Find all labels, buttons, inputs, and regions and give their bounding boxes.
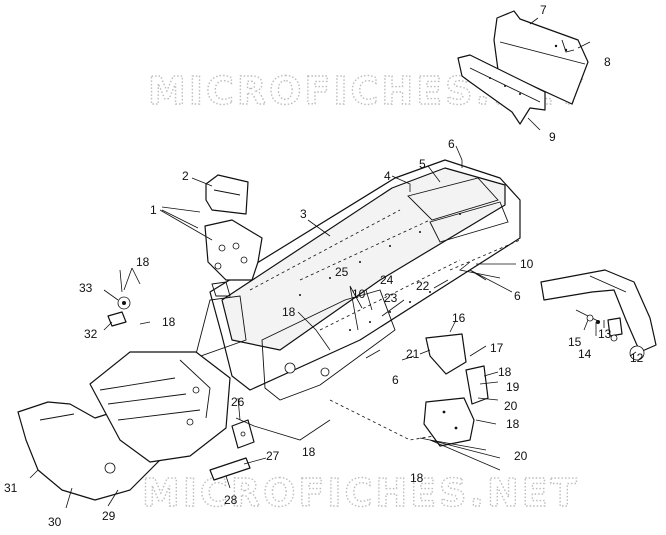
- callout-25: 25: [335, 265, 349, 279]
- callout-10-center: 10: [352, 287, 366, 301]
- callout-32: 32: [84, 327, 98, 341]
- callout-18-a: 18: [136, 255, 150, 269]
- callout-18-d: 18: [302, 445, 316, 459]
- callout-18-g: 18: [410, 471, 424, 485]
- part-front-bracket: [204, 174, 263, 297]
- callout-18-b: 18: [162, 315, 176, 329]
- callout-33: 33: [79, 281, 93, 295]
- callout-13: 13: [598, 327, 612, 341]
- callout-6-lower: 6: [392, 373, 399, 387]
- callout-18-e: 18: [498, 365, 512, 379]
- callout-18-f: 18: [506, 417, 520, 431]
- part-footrest-brackets: [423, 333, 489, 447]
- callout-8: 8: [604, 55, 611, 69]
- callout-29: 29: [102, 509, 116, 523]
- callout-15: 15: [568, 335, 582, 349]
- callout-7: 7: [540, 3, 547, 17]
- callout-6-right: 6: [514, 289, 521, 303]
- callout-27: 27: [266, 449, 280, 463]
- leader-lines: [29, 17, 637, 509]
- callout-23: 23: [384, 291, 398, 305]
- callout-20-b: 20: [514, 449, 528, 463]
- callout-2: 2: [182, 169, 189, 183]
- callout-22: 22: [416, 279, 430, 293]
- callout-1: 1: [150, 203, 157, 217]
- callout-31: 31: [4, 481, 18, 495]
- callout-28: 28: [224, 493, 238, 507]
- callout-14: 14: [578, 347, 592, 361]
- callout-labels: 1 2 3 4 5 6 7 8 9 10 10 6 6 12 13 14 15 …: [4, 3, 644, 529]
- callout-18-c: 18: [282, 305, 296, 319]
- callout-17: 17: [490, 341, 504, 355]
- part-small-plates: [209, 419, 255, 481]
- part-flap-bracket: [457, 54, 546, 125]
- callout-6-top: 6: [448, 137, 455, 151]
- callout-21: 21: [406, 347, 420, 361]
- part-front-bulkhead: [17, 351, 231, 501]
- callout-9: 9: [549, 130, 556, 144]
- callout-19: 19: [506, 380, 520, 394]
- callout-16: 16: [452, 311, 466, 325]
- part-fasteners-left: [107, 296, 131, 327]
- callout-26: 26: [231, 395, 245, 409]
- callout-30: 30: [48, 515, 62, 529]
- part-rear-bumper: [540, 269, 657, 361]
- callout-4: 4: [384, 169, 391, 183]
- watermark-bottom: MICROFICHES.NET: [142, 471, 580, 515]
- part-tunnel: [194, 159, 521, 441]
- callout-5: 5: [419, 157, 426, 171]
- callout-24: 24: [380, 273, 394, 287]
- callout-3: 3: [300, 207, 307, 221]
- callout-12: 12: [630, 351, 644, 365]
- callout-10-right: 10: [520, 257, 534, 271]
- callout-20-a: 20: [504, 399, 518, 413]
- part-rear-flap: [493, 10, 589, 105]
